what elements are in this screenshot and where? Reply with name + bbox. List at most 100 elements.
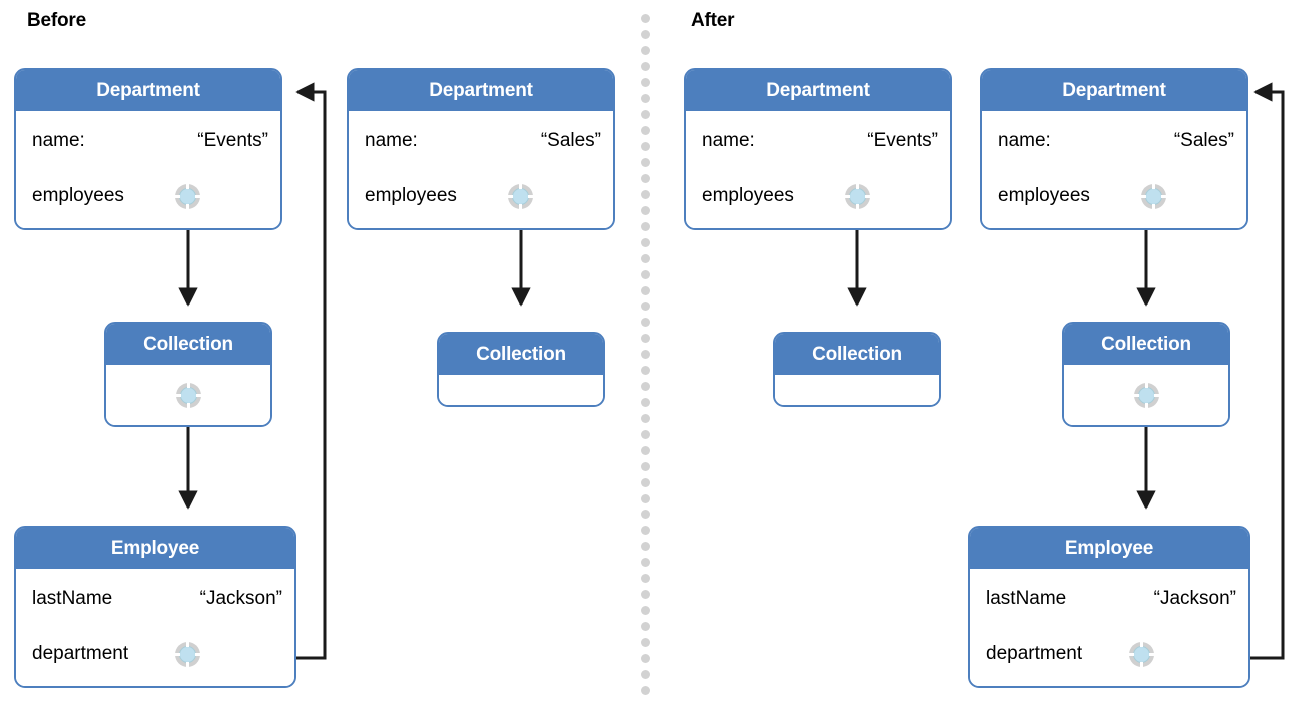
divider-dot: [641, 238, 650, 247]
property-row-name: name: “Events”: [686, 128, 950, 154]
divider-dot: [641, 590, 650, 599]
divider-dot: [641, 94, 650, 103]
object-body: name: “Sales” employees: [982, 111, 1246, 228]
property-row-employees: employees: [982, 183, 1246, 209]
divider-dot: [641, 14, 650, 23]
divider-dot: [641, 142, 650, 151]
property-value: “Jackson”: [1153, 588, 1236, 609]
divider-dot: [641, 670, 650, 679]
property-row-lastname: lastName “Jackson”: [16, 586, 294, 612]
object-body: lastName “Jackson” department: [970, 569, 1248, 686]
property-row-name: name: “Sales”: [982, 128, 1246, 154]
property-key: employees: [365, 185, 457, 206]
object-header-title: Collection: [106, 324, 270, 365]
property-value: “Events”: [197, 130, 268, 151]
property-row-lastname: lastName “Jackson”: [970, 586, 1248, 612]
object-body: name: “Events” employees: [16, 111, 280, 228]
object-box-after-department-sales[interactable]: Department name: “Sales” employees: [980, 68, 1248, 230]
property-key: department: [986, 643, 1083, 664]
property-key: lastName: [32, 588, 113, 609]
divider-dot: [641, 446, 650, 455]
object-box-before-collection-sales[interactable]: Collection: [437, 332, 605, 407]
property-row-employees: employees: [16, 183, 280, 209]
divider-dot: [641, 478, 650, 487]
property-key: name:: [702, 130, 755, 151]
divider-dot: [641, 638, 650, 647]
property-key: employees: [702, 185, 794, 206]
property-key: department: [32, 643, 129, 664]
divider-dot: [641, 494, 650, 503]
relationship-connector-icon[interactable]: [176, 383, 201, 408]
divider-dot: [641, 654, 650, 663]
divider-dot: [641, 398, 650, 407]
object-header-title: Department: [16, 70, 280, 111]
object-header-title: Employee: [970, 528, 1248, 569]
divider-dot: [641, 606, 650, 615]
divider-dot: [641, 254, 650, 263]
object-header-title: Employee: [16, 528, 294, 569]
divider-dot: [641, 222, 650, 231]
object-body: name: “Events” employees: [686, 111, 950, 228]
object-body: [439, 375, 603, 405]
object-box-after-department-events[interactable]: Department name: “Events” employees: [684, 68, 952, 230]
property-key: employees: [998, 185, 1090, 206]
property-row-employees: employees: [349, 183, 613, 209]
property-value: “Events”: [867, 130, 938, 151]
divider-dot: [641, 366, 650, 375]
object-body: name: “Sales” employees: [349, 111, 613, 228]
property-key: lastName: [986, 588, 1067, 609]
divider-dot: [641, 686, 650, 695]
property-row-name: name: “Sales”: [349, 128, 613, 154]
object-box-after-employee[interactable]: Employee lastName “Jackson” department: [968, 526, 1250, 688]
object-box-after-collection-events[interactable]: Collection: [773, 332, 941, 407]
object-box-before-collection-events[interactable]: Collection: [104, 322, 272, 427]
relationship-connector-icon[interactable]: [508, 184, 533, 209]
object-header-title: Collection: [775, 334, 939, 375]
divider-dot: [641, 622, 650, 631]
relationship-connector-icon[interactable]: [1134, 383, 1159, 408]
object-body: [775, 375, 939, 405]
relationship-connector-icon[interactable]: [175, 184, 200, 209]
object-box-after-collection-sales[interactable]: Collection: [1062, 322, 1230, 427]
property-row-employees: employees: [686, 183, 950, 209]
relationship-connector-icon[interactable]: [845, 184, 870, 209]
object-body: [1064, 365, 1228, 425]
divider-dot: [641, 350, 650, 359]
divider-dot: [641, 286, 650, 295]
property-row-department: department: [970, 641, 1248, 667]
property-value: “Jackson”: [199, 588, 282, 609]
object-box-before-department-sales[interactable]: Department name: “Sales” employees: [347, 68, 615, 230]
property-row-name: name: “Events”: [16, 128, 280, 154]
divider-dot: [641, 126, 650, 135]
property-key: name:: [32, 130, 85, 151]
property-value: “Sales”: [540, 130, 601, 151]
relationship-connector-icon[interactable]: [1129, 642, 1154, 667]
object-header-title: Department: [349, 70, 613, 111]
divider-dot: [641, 462, 650, 471]
section-divider: [641, 14, 650, 704]
object-body: lastName “Jackson” department: [16, 569, 294, 686]
relationship-connector-icon[interactable]: [1141, 184, 1166, 209]
relationship-connector-icon[interactable]: [175, 642, 200, 667]
object-box-before-department-events[interactable]: Department name: “Events” employees: [14, 68, 282, 230]
divider-dot: [641, 318, 650, 327]
divider-dot: [641, 542, 650, 551]
divider-dot: [641, 62, 650, 71]
divider-dot: [641, 558, 650, 567]
divider-dot: [641, 46, 650, 55]
object-header-title: Collection: [1064, 324, 1228, 365]
divider-dot: [641, 414, 650, 423]
property-value: “Sales”: [1173, 130, 1234, 151]
object-box-before-employee[interactable]: Employee lastName “Jackson” department: [14, 526, 296, 688]
divider-dot: [641, 270, 650, 279]
section-title-before: Before: [27, 10, 86, 31]
property-key: employees: [32, 185, 124, 206]
property-key: name:: [365, 130, 418, 151]
object-body: [106, 365, 270, 425]
divider-dot: [641, 510, 650, 519]
divider-dot: [641, 334, 650, 343]
object-header-title: Department: [686, 70, 950, 111]
divider-dot: [641, 526, 650, 535]
divider-dot: [641, 30, 650, 39]
